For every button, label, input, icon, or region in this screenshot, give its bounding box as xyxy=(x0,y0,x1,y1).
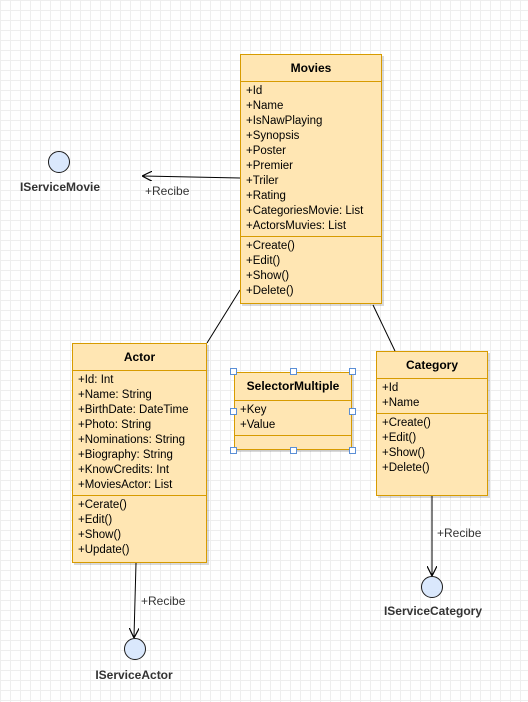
attribute: +Value xyxy=(240,419,276,431)
class-actor[interactable]: Actor +Id: Int +Name: String +BirthDate:… xyxy=(72,343,207,563)
method: +Update() xyxy=(78,544,130,556)
attribute: +KnowCredits: Int xyxy=(78,464,170,476)
edge-label: +Recibe xyxy=(437,526,482,540)
class-title: Category xyxy=(377,352,487,379)
interface-label-actor: IServiceActor xyxy=(95,668,173,682)
actor-recibe-arrow[interactable] xyxy=(134,562,136,637)
methods-section: +Create() +Edit() +Show() +Delete() xyxy=(241,237,381,301)
attribute: +Rating xyxy=(246,190,286,202)
attribute: +IsNawPlaying xyxy=(246,115,323,127)
method: +Cerate() xyxy=(78,499,127,511)
interface-circle-icon[interactable] xyxy=(124,638,146,660)
attribute: +BirthDate: DateTime xyxy=(78,404,189,416)
attribute: +Name: String xyxy=(78,389,152,401)
interface-circle-icon[interactable] xyxy=(48,151,70,173)
edge-label: +Recibe xyxy=(141,594,186,608)
class-selector-multiple[interactable]: SelectorMultiple +Key +Value xyxy=(234,372,352,450)
movies-actor-association[interactable] xyxy=(206,289,241,344)
methods-section: +Create() +Edit() +Show() +Delete() xyxy=(377,414,487,478)
attribute: +ActorsMuvies: List xyxy=(246,220,347,232)
class-title: Movies xyxy=(241,55,381,82)
attributes-section: +Id: Int +Name: String +BirthDate: DateT… xyxy=(73,371,206,496)
method: +Edit() xyxy=(246,255,281,267)
class-title: Actor xyxy=(73,344,206,371)
interface-label-movie: IServiceMovie xyxy=(19,180,101,194)
method: +Show() xyxy=(78,529,122,541)
class-title: SelectorMultiple xyxy=(235,373,351,401)
attribute: +Nominations: String xyxy=(78,434,186,446)
attributes-section: +Id +Name +IsNawPlaying +Synopsis +Poste… xyxy=(241,82,381,237)
attribute: +Photo: String xyxy=(78,419,152,431)
attribute: +Triler xyxy=(246,175,279,187)
attributes-section: +Id +Name xyxy=(377,379,487,414)
methods-section xyxy=(235,436,351,443)
attribute: +Name xyxy=(382,397,420,409)
attribute: +Id xyxy=(382,382,399,394)
methods-section: +Cerate() +Edit() +Show() +Update() xyxy=(73,496,206,560)
attribute: +MoviesActor: List xyxy=(78,479,173,491)
class-category[interactable]: Category +Id +Name +Create() +Edit() +Sh… xyxy=(376,351,488,496)
attributes-section: +Key +Value xyxy=(235,401,351,436)
method: +Show() xyxy=(246,270,290,282)
attribute: +Synopsis xyxy=(246,130,300,142)
attribute: +Id: Int xyxy=(78,374,114,386)
attribute: +CategoriesMovie: List xyxy=(246,205,364,217)
attribute: +Premier xyxy=(246,160,293,172)
interface-label-category: IServiceCategory xyxy=(383,604,483,618)
method: +Create() xyxy=(246,240,295,252)
class-movies[interactable]: Movies +Id +Name +IsNawPlaying +Synopsis… xyxy=(240,54,382,304)
method: +Delete() xyxy=(246,285,294,297)
interface-circle-icon[interactable] xyxy=(421,576,443,598)
edge-label: +Recibe xyxy=(145,184,190,198)
method: +Show() xyxy=(382,447,426,459)
attribute: +Key xyxy=(240,404,267,416)
movies-recibe-arrow[interactable] xyxy=(143,176,241,178)
method: +Create() xyxy=(382,417,431,429)
attribute: +Name xyxy=(246,100,284,112)
method: +Edit() xyxy=(78,514,113,526)
attribute: +Id xyxy=(246,85,263,97)
method: +Delete() xyxy=(382,462,430,474)
movies-category-association[interactable] xyxy=(372,304,396,352)
method: +Edit() xyxy=(382,432,417,444)
attribute: +Biography: String xyxy=(78,449,173,461)
attribute: +Poster xyxy=(246,145,286,157)
